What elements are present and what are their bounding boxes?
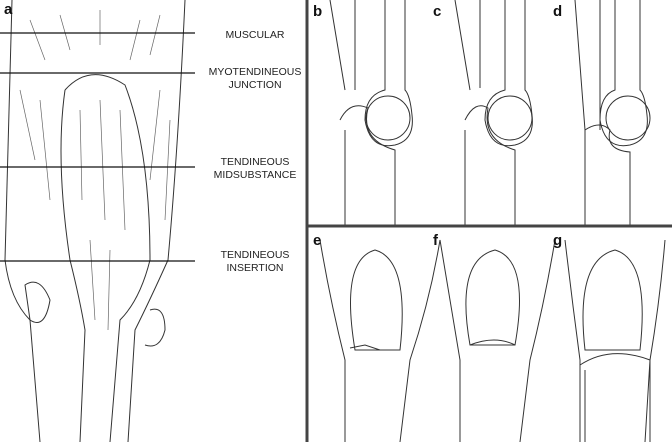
panel-a-tendon-outline	[60, 74, 151, 442]
label-muscular: MUSCULAR	[225, 29, 285, 41]
panel-b-drawing	[329, 0, 413, 225]
panel-label-c: c	[433, 3, 442, 20]
panel-a-bone-left	[24, 281, 51, 323]
panel-label-a: a	[4, 1, 13, 18]
panel-label-d: d	[553, 3, 563, 20]
panel-a-leg-outline	[4, 0, 186, 442]
panel-d-drawing	[574, 0, 651, 225]
panel-e-drawing	[319, 239, 441, 442]
panel-f-drawing	[439, 239, 556, 442]
panel-label-f: f	[433, 232, 438, 249]
panel-a-bone-right	[144, 308, 166, 347]
panel-label-b: b	[313, 3, 323, 20]
panel-label-g: g	[553, 232, 563, 249]
panel-g-drawing	[564, 239, 666, 442]
panel-label-e: e	[313, 232, 322, 249]
panel-c-drawing	[454, 0, 533, 225]
